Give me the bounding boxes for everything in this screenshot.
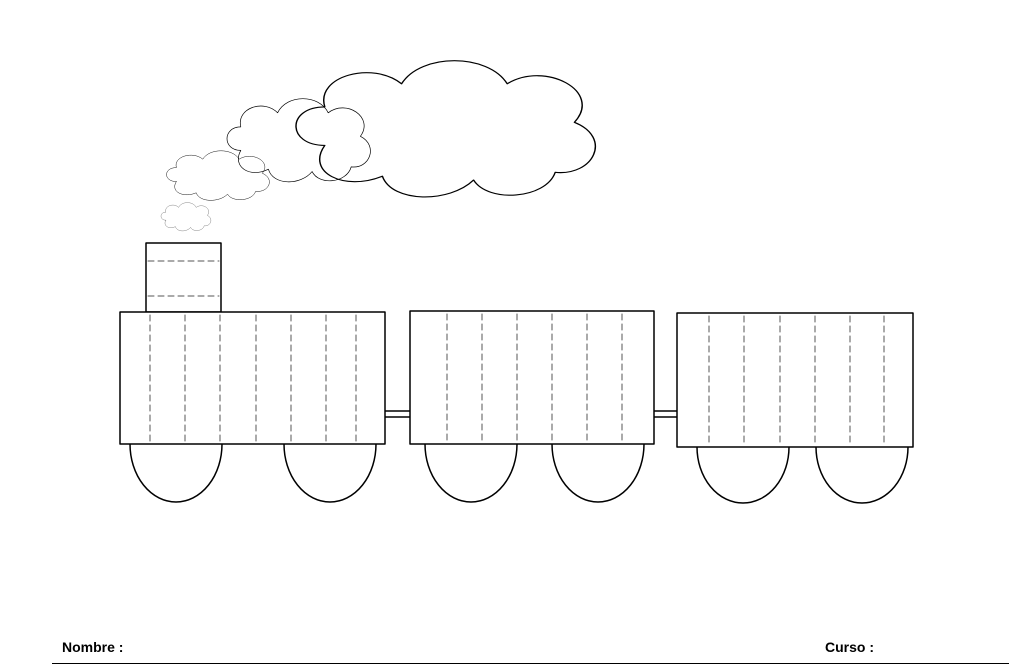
nombre-label: Nombre : [62,639,124,655]
locomotive-chimney [145,242,222,313]
wheel [424,443,518,503]
coupling-2 [653,410,678,418]
wheels [129,443,909,504]
wheel [283,443,377,503]
wagon-2-body [676,312,914,448]
locomotive-body [119,311,386,445]
smoke-cloud-tiny [160,202,212,232]
wheel [129,443,223,503]
wheel [815,446,909,504]
smoke-cloud-medium [226,98,371,183]
smoke-cloud-small [166,150,270,201]
curso-label: Curso : [825,639,874,655]
wagon-1-body [409,310,655,445]
footer-rule [52,663,1009,664]
coupling-1 [384,410,411,418]
wheel [551,443,645,503]
wheel [696,446,790,504]
smoke-cloud-large [295,60,597,198]
